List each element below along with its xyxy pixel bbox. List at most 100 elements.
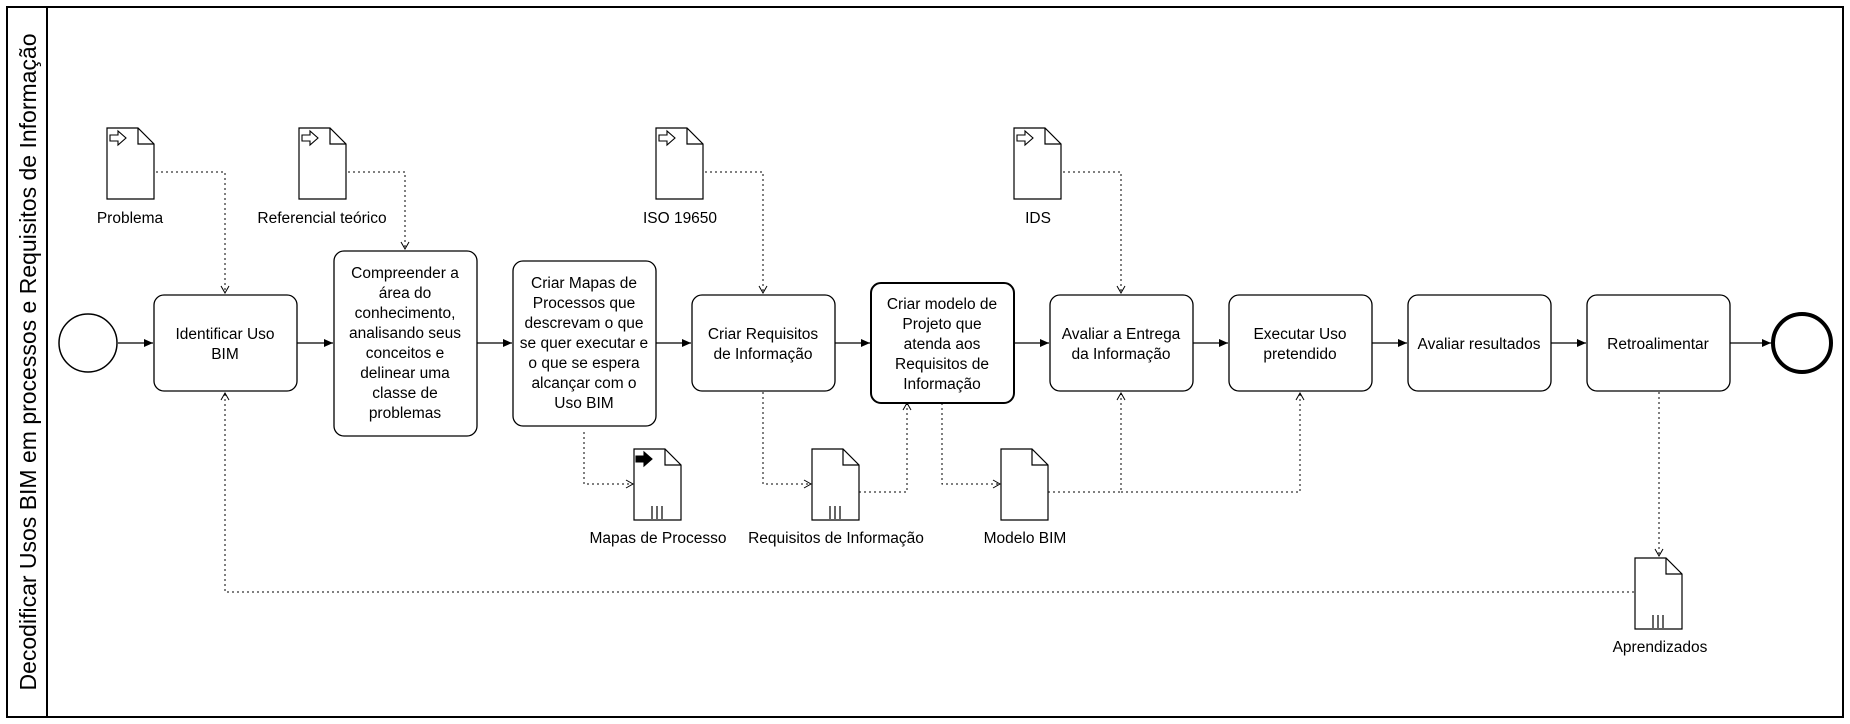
data-output-label: Modelo BIM	[984, 530, 1067, 547]
document-fold	[664, 449, 681, 466]
data-outputs: Mapas de Processo Requisitos de Informaç…	[590, 448, 1708, 656]
data-output-mapas-de-processo[interactable]: Mapas de Processo	[590, 448, 727, 547]
assoc-requisitos-t5	[859, 401, 912, 493]
task-line: Projeto que	[902, 316, 981, 333]
data-output-label: Requisitos de Informação	[748, 530, 924, 547]
assoc-iso-t4	[705, 171, 768, 295]
task-executar-uso[interactable]	[1228, 294, 1373, 392]
task-label-t8: Avaliar resultados	[1418, 336, 1541, 353]
task-line: Criar Requisitos	[708, 326, 819, 343]
task-line: de Informação	[713, 346, 812, 363]
document-icon	[1634, 557, 1683, 630]
task-line: Criar Mapas de	[531, 275, 637, 292]
data-input-ids[interactable]: IDS	[1013, 127, 1062, 227]
start-event[interactable]	[58, 313, 118, 373]
task-line: se quer executar e	[520, 335, 648, 352]
assoc-t3-mapas	[583, 432, 635, 489]
document-fold	[137, 128, 154, 145]
data-inputs: Problema Referencial teórico ISO 19650 I…	[97, 127, 1062, 227]
data-input-problema[interactable]: Problema	[97, 127, 164, 227]
task-line: Avaliar a Entrega	[1062, 326, 1181, 343]
document-fold	[1044, 128, 1061, 145]
output-arrow-icon	[635, 450, 653, 468]
data-object-modelo-bim[interactable]: Modelo BIM	[984, 448, 1067, 547]
document-icon	[655, 127, 704, 200]
task-line: atenda aos	[904, 336, 981, 353]
assoc-aprendizados-t1	[220, 391, 1634, 593]
input-arrow-icon	[301, 129, 319, 147]
collection-marker-icon	[651, 506, 663, 519]
data-input-label: Problema	[97, 210, 164, 227]
data-input-label: IDS	[1025, 210, 1051, 227]
task-avaliar-entrega[interactable]	[1049, 294, 1194, 392]
data-output-label: Aprendizados	[1613, 639, 1708, 656]
pool: Decodificar Usos BIM em processos e Requ…	[6, 6, 1844, 718]
task-avaliar-resultados[interactable]	[1407, 294, 1552, 392]
input-arrow-icon	[1016, 129, 1034, 147]
document-icon	[1000, 448, 1049, 521]
task-criar-modelo-projeto[interactable]	[870, 282, 1015, 404]
task-compreender-area[interactable]	[333, 250, 478, 437]
collection-marker-icon	[1652, 615, 1664, 628]
task-line: BIM	[211, 346, 239, 363]
task-line: Requisitos de	[895, 356, 989, 373]
task-line: Avaliar resultados	[1418, 336, 1541, 353]
task-line: analisando seus	[349, 325, 461, 342]
task-line: classe de	[372, 385, 437, 402]
task-line: o que se espera	[528, 355, 640, 372]
data-input-referencial-teorico[interactable]: Referencial teórico	[257, 127, 387, 227]
task-line: problemas	[369, 405, 442, 422]
assoc-t4-requisitos	[762, 392, 813, 489]
task-line: conceitos e	[366, 345, 444, 362]
input-arrow-icon	[658, 129, 676, 147]
pool-title: Decodificar Usos BIM em processos e Requ…	[15, 33, 41, 690]
task-label-t4: Criar Requisitos de Informação	[708, 326, 819, 363]
document-fold	[1031, 449, 1048, 466]
task-identificar-uso-bim[interactable]	[153, 294, 298, 392]
data-collection-aprendizados[interactable]: Aprendizados	[1613, 557, 1708, 656]
document-icon	[298, 127, 347, 200]
data-associations	[156, 171, 1664, 593]
task-label-t9: Retroalimentar	[1607, 336, 1709, 353]
document-icon	[106, 127, 155, 200]
end-event[interactable]	[1771, 312, 1833, 374]
task-line: Informação	[903, 376, 981, 393]
assoc-modelo-t7	[1121, 391, 1305, 493]
data-input-iso-19650[interactable]: ISO 19650	[643, 127, 717, 227]
task-line: Criar modelo de	[887, 296, 997, 313]
task-line: área do	[379, 285, 432, 302]
assoc-t5-modelo	[941, 403, 1002, 489]
data-output-label: Mapas de Processo	[590, 530, 727, 547]
task-line: Retroalimentar	[1607, 336, 1709, 353]
task-line: conhecimento,	[355, 305, 456, 322]
document-icon	[811, 448, 860, 521]
assoc-ids-t6	[1063, 171, 1126, 295]
data-input-label: ISO 19650	[643, 210, 717, 227]
task-line: Uso BIM	[554, 395, 613, 412]
input-arrow-icon	[109, 129, 127, 147]
task-criar-requisitos[interactable]	[691, 294, 836, 392]
pool-border	[6, 6, 1844, 718]
assoc-referencial-t2	[348, 171, 410, 251]
data-collection-requisitos-de-informacao[interactable]: Requisitos de Informação	[748, 448, 924, 547]
document-fold	[842, 449, 859, 466]
assoc-problema-t1	[156, 171, 230, 295]
task-criar-mapas-processos[interactable]	[512, 260, 657, 427]
task-line: delinear uma	[360, 365, 450, 382]
data-input-label: Referencial teórico	[257, 210, 386, 227]
document-fold	[1665, 558, 1682, 575]
assoc-modelo-t6	[1048, 391, 1126, 493]
task-line: Executar Uso	[1253, 326, 1346, 343]
document-icon	[1013, 127, 1062, 200]
collection-marker-icon	[829, 506, 841, 519]
document-icon	[633, 448, 682, 521]
document-fold	[329, 128, 346, 145]
task-retroalimentar[interactable]	[1586, 294, 1731, 392]
document-fold	[686, 128, 703, 145]
